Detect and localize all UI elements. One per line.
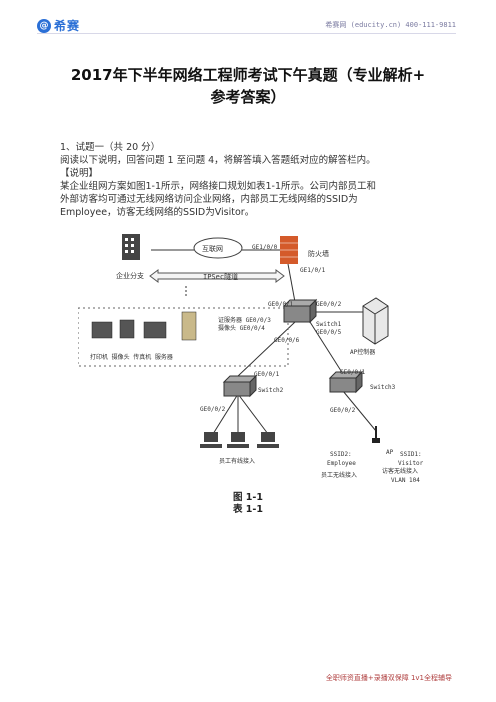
switch3-icon: [328, 370, 364, 394]
header-contact: 希赛网 (educity.cn) 400-111-9811: [325, 21, 456, 29]
pc-icon: [204, 432, 218, 442]
printer-icon: [91, 321, 113, 339]
internet-label: 互联网: [202, 244, 223, 253]
logo-icon: @: [37, 18, 51, 33]
port-ge0-0-2-sw3: GE0/0/2: [330, 407, 356, 414]
wired-pcs: [200, 432, 279, 448]
access-point-icon: [372, 426, 380, 443]
ssid2-label: SSID2:: [330, 451, 352, 458]
ac-label: AP控制器: [350, 348, 375, 356]
section-label: 【说明】: [60, 168, 99, 179]
port-ge0-0-4: 摄像头 GE0/0/4: [218, 324, 265, 332]
port-ge0-0-1-sw2: GE0/0/1: [254, 371, 280, 378]
brand-logo: @ 希赛: [37, 17, 80, 34]
camera-icon: [119, 319, 135, 339]
port-ge0-0-5: GE0/0/5: [316, 329, 342, 336]
description-line-3: Employee，访客无线网络的SSID为Visitor。: [60, 207, 255, 218]
devices-label: 打印机 摄像头 传真机 服务器: [90, 353, 173, 361]
question-heading: 1、试题一（共 20 分）: [60, 142, 161, 153]
pc-icon: [231, 432, 245, 442]
port-ge0-0-2-sw2: GE0/0/2: [200, 406, 226, 413]
port-ge0-0-1-sw3: GE0/0/1: [340, 369, 366, 376]
footer-slogan: 全职师资直播+录播双保障 1v1全程辅导: [325, 674, 452, 682]
wireless-label: 员工无线接入: [321, 471, 357, 479]
building-icon: [122, 234, 140, 260]
tunnel-label: IPSec隧道: [203, 272, 238, 281]
switch2-label: Switch2: [258, 387, 284, 394]
switch1-icon: [282, 298, 318, 324]
port-ge1-0-1: GE1/0/1: [300, 267, 326, 274]
header-divider: [37, 33, 456, 34]
employee-label: Employee: [327, 460, 356, 467]
switch3-label: Switch3: [370, 384, 396, 391]
branch-label: 企业分支: [116, 271, 144, 280]
wired-label: 员工有线接入: [219, 457, 255, 465]
port-ge1-0-0: GE1/0/0: [252, 244, 278, 251]
port-ge0-0-2-sw1: GE0/0/2: [316, 301, 342, 308]
device-group-box: [78, 307, 289, 367]
port-ge0-0-6: GE0/0/6: [274, 337, 300, 344]
guest-label: 访客无线接入: [382, 467, 418, 475]
pc-icon: [261, 432, 275, 442]
network-diagram: 企业分支 互联网 IPSec隧道 防火墙 GE1/0/0 GE1/0/1 GE0…: [78, 234, 424, 484]
firewall-icon: [280, 236, 298, 264]
figure-caption: 图 1-1: [233, 492, 263, 503]
description-line-2: 外部访客均可通过无线网络访问企业网络，内部员工无线网络的SSID为: [60, 194, 358, 205]
ipsec-tunnel-arrow: [149, 269, 285, 283]
internet-cloud-icon: [193, 237, 243, 259]
visitor-label: Visitor: [398, 460, 424, 467]
logo-text: 希赛: [54, 19, 81, 33]
question-instruction: 阅读以下说明，回答问题 1 至问题 4，将解答填入答题纸对应的解答栏内。: [60, 155, 376, 166]
fax-icon: [143, 321, 167, 339]
switch2-icon: [222, 374, 258, 398]
switch1-label: Switch1: [316, 321, 342, 328]
firewall-label: 防火墙: [308, 249, 329, 258]
page-title: 2017年下半年网络工程师考试下午真题（专业解析+ 参考答案）: [40, 64, 456, 108]
server-icon: [181, 311, 197, 341]
ap-label: AP: [386, 449, 394, 456]
ap-controller-icon: [362, 297, 389, 345]
title-line-2: 参考答案）: [210, 88, 286, 106]
table-caption: 表 1-1: [233, 504, 263, 515]
title-line-1: 2017年下半年网络工程师考试下午真题（专业解析+: [70, 66, 426, 84]
description-line-1: 某企业组网方案如图1-1所示，网络接口规划如表1-1所示。公司内部员工和: [60, 181, 377, 192]
port-ge0-0-1-sw1: GE0/0/1: [268, 301, 294, 308]
vlan-label: VLAN 104: [391, 477, 420, 484]
ssid1-label: SSID1:: [400, 451, 422, 458]
port-ge0-0-3: 证服务器 GE0/0/3: [218, 316, 271, 324]
office-devices: [91, 311, 197, 341]
